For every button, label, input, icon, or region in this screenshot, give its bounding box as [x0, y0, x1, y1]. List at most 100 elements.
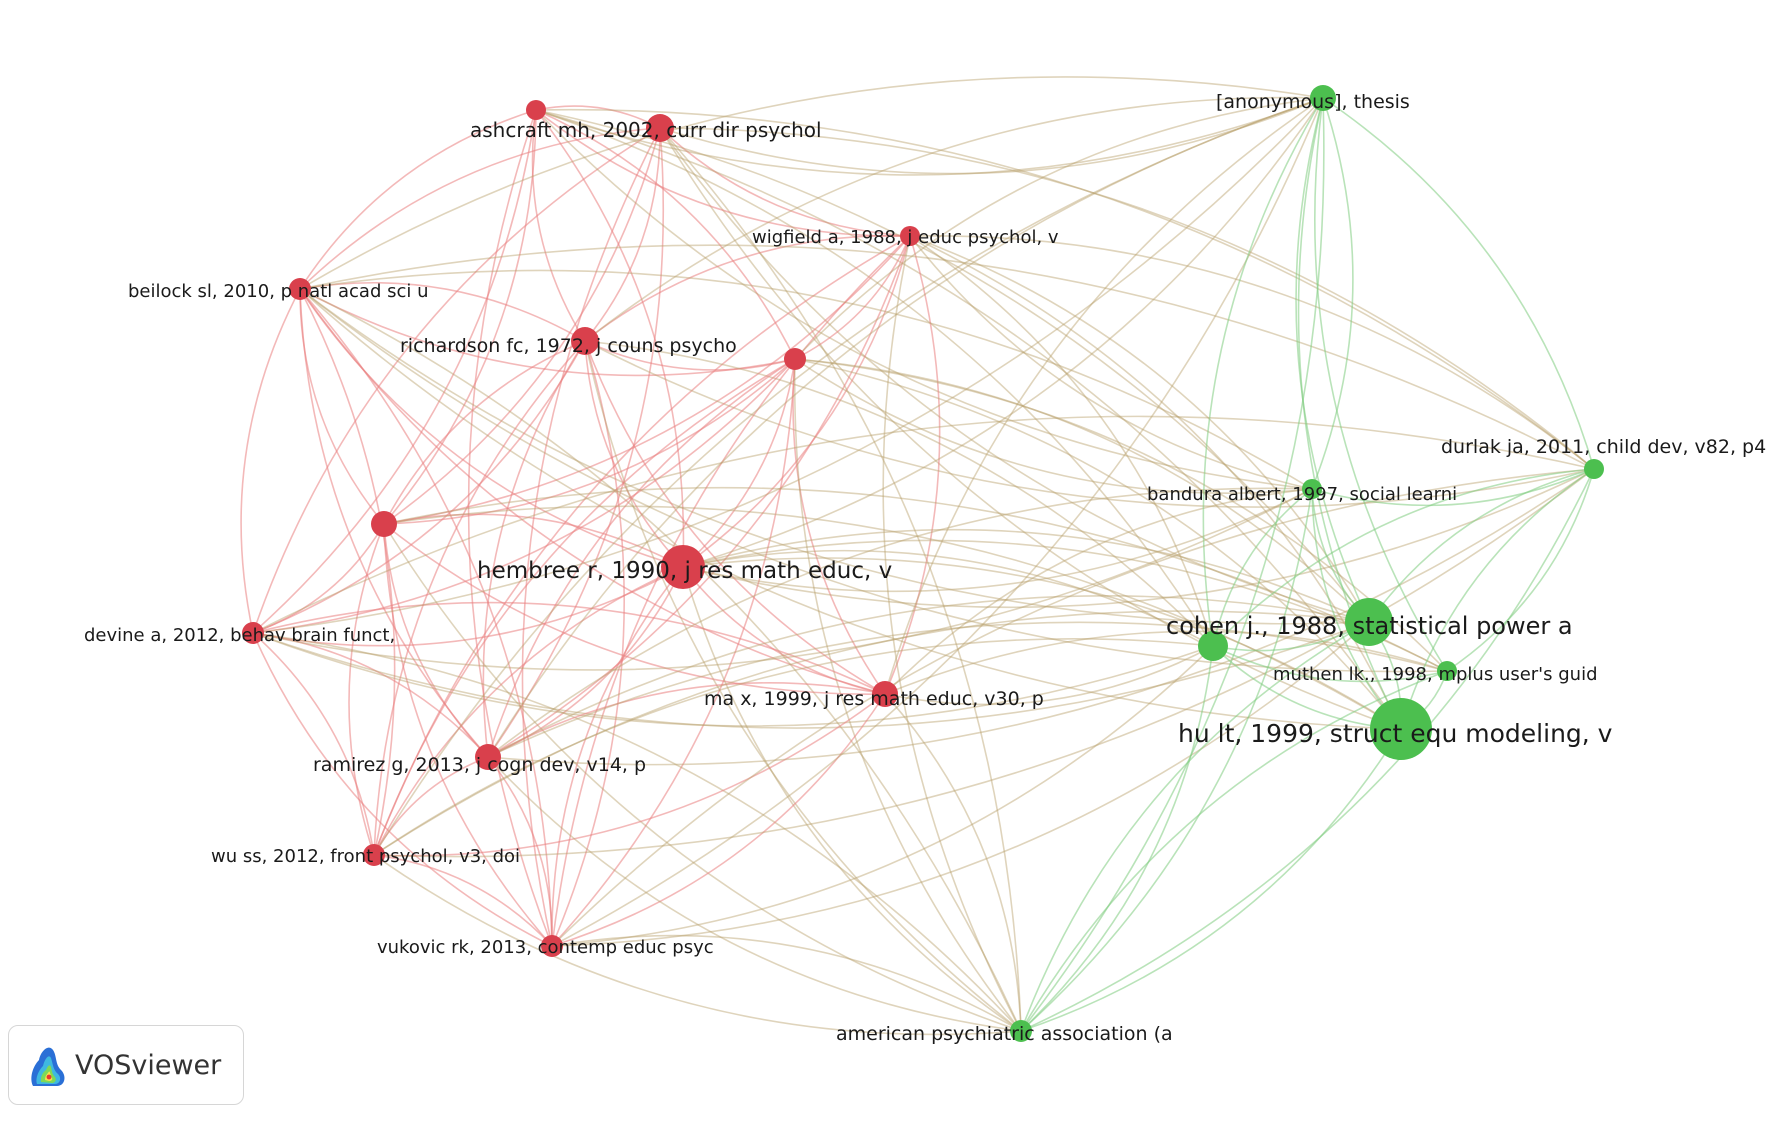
node-label-vukovic[interactable]: vukovic rk, 2013, contemp educ psyc [377, 937, 714, 958]
node-muthen[interactable] [1437, 661, 1457, 681]
node-hembree[interactable] [661, 545, 705, 589]
node-ma[interactable] [872, 681, 898, 707]
node-label-ma[interactable]: ma x, 1999, j res math educ, v30, p [704, 688, 1044, 710]
node-wigfield[interactable] [900, 226, 920, 246]
node-label-muthen[interactable]: muthen lk., 1998, mplus user's guid [1273, 664, 1598, 685]
link-unlabeled-2-wu [348, 523, 385, 856]
link-durlak-apa [1020, 468, 1595, 1032]
link-ashcraft-ashcraft-small [535, 105, 661, 129]
node-label-wu[interactable]: wu ss, 2012, front psychol, v3, doi [211, 846, 520, 867]
link-ma-muthen [884, 630, 1448, 695]
node-label-ashcraft[interactable]: ashcraft mh, 2002, curr dir psychol [470, 118, 822, 142]
node-label-anonymous[interactable]: [anonymous], thesis [1216, 91, 1410, 113]
link-hembree-apa [682, 566, 1022, 1032]
link-vukovic-apa [551, 934, 1022, 1032]
node-cohen-node[interactable] [1198, 631, 1228, 661]
link-ashcraft-small-wigfield [535, 109, 911, 237]
node-label-ramirez[interactable]: ramirez g, 2013, j cogn dev, v14, p [313, 754, 646, 776]
network-nodes [242, 85, 1604, 1042]
link-wigfield-richardson [584, 234, 911, 342]
link-ramirez-bandura [487, 487, 1313, 758]
link-unlabeled-1-devine [252, 358, 796, 634]
node-wu[interactable] [363, 844, 385, 866]
link-ashcraft-ramirez [487, 127, 665, 758]
node-beilock[interactable] [289, 278, 311, 300]
link-ma-ramirez [487, 682, 886, 758]
node-bandura[interactable] [1302, 479, 1322, 499]
link-devine-ma [252, 601, 886, 695]
link-ashcraft-apa [659, 127, 1022, 1032]
node-label-richardson[interactable]: richardson fc, 1972, j couns psycho [400, 335, 737, 357]
node-devine[interactable] [242, 622, 264, 644]
node-ramirez[interactable] [475, 744, 501, 770]
link-ramirez-cohen [487, 595, 1370, 758]
node-anonymous[interactable] [1310, 85, 1336, 111]
node-label-durlak[interactable]: durlak ja, 2011, child dev, v82, p4 [1441, 436, 1766, 458]
link-unlabeled-1-ramirez [487, 358, 796, 758]
link-ma-cohen-node [884, 645, 1214, 706]
link-richardson-cohen-node [584, 340, 1214, 647]
link-beilock-muthen [299, 288, 1448, 673]
link-anonymous-cohen [1295, 97, 1370, 623]
link-unlabeled-2-hu [383, 505, 1402, 730]
link-wigfield-unlabeled-1 [794, 235, 911, 360]
link-hembree-cohen-node [682, 549, 1214, 647]
node-apa[interactable] [1010, 1020, 1032, 1042]
link-unlabeled-1-bandura [794, 358, 1313, 494]
node-label-devine[interactable]: devine a, 2012, behav brain funct, [84, 625, 395, 646]
vosviewer-logo-badge[interactable]: VOSviewer [8, 1025, 244, 1105]
link-richardson-vukovic [551, 340, 625, 947]
link-wu-apa [373, 854, 1022, 1036]
link-vukovic-anonymous [551, 97, 1324, 947]
link-beilock-apa [299, 288, 1022, 1032]
link-durlak-bandura [1311, 468, 1595, 507]
link-ashcraft-durlak [659, 127, 1595, 470]
link-unlabeled-2-ramirez [383, 523, 489, 758]
link-wigfield-durlak [909, 235, 1595, 470]
vosviewer-logo-text: VOSviewer [75, 1049, 222, 1081]
link-ashcraft-small-bandura [535, 109, 1313, 490]
link-wigfield-ramirez [487, 235, 911, 758]
link-unlabeled-1-anonymous [794, 97, 1324, 360]
link-richardson-ramirez [482, 340, 586, 758]
link-ashcraft-small-cohen-node [535, 109, 1214, 647]
node-vukovic[interactable] [541, 935, 563, 957]
link-ramirez-wu [373, 756, 489, 856]
link-wigfield-apa [882, 235, 1022, 1032]
link-ma-wu [373, 693, 886, 857]
node-label-apa[interactable]: american psychiatric association (a [836, 1023, 1173, 1045]
node-hu[interactable] [1370, 698, 1432, 760]
node-ashcraft-small[interactable] [526, 100, 546, 120]
link-devine-bandura [252, 488, 1313, 671]
link-beilock-hu [299, 288, 1402, 730]
link-ramirez-durlak [487, 468, 1595, 766]
link-devine-durlak [252, 415, 1595, 634]
node-cohen[interactable] [1345, 598, 1393, 646]
link-durlak-hu [1400, 468, 1595, 730]
link-cohen-node-muthen [1212, 645, 1448, 683]
link-unlabeled-1-unlabeled-2 [383, 358, 796, 525]
node-label-wigfield[interactable]: wigfield a, 1988, j educ psychol, v [752, 227, 1059, 248]
node-label-cohen[interactable]: cohen j., 1988, statistical power a [1166, 612, 1573, 640]
link-devine-wu [252, 632, 375, 856]
vosviewer-heatmap-icon [31, 1047, 65, 1086]
link-durlak-cohen [1368, 468, 1595, 623]
node-label-bandura[interactable]: bandura albert, 1997, social learni [1147, 484, 1457, 505]
node-label-beilock[interactable]: beilock sl, 2010, p natl acad sci u [128, 281, 429, 302]
link-unlabeled-2-devine [252, 523, 385, 634]
node-ashcraft[interactable] [646, 114, 674, 142]
link-ashcraft-unlabeled-2 [383, 127, 661, 525]
link-hembree-durlak [682, 468, 1595, 609]
node-label-hu[interactable]: hu lt, 1999, struct equ modeling, v [1178, 719, 1613, 748]
node-durlak[interactable] [1584, 459, 1604, 479]
link-ma-apa [884, 693, 1022, 1032]
link-ashcraft-small-anonymous [535, 97, 1324, 176]
node-unlabeled-1[interactable] [784, 348, 806, 370]
node-unlabeled-2[interactable] [371, 511, 397, 537]
link-ma-vukovic [551, 693, 886, 947]
node-richardson[interactable] [571, 327, 599, 355]
node-label-hembree[interactable]: hembree r, 1990, j res math educ, v [477, 558, 892, 584]
link-wigfield-cohen-node [909, 235, 1214, 647]
link-ashcraft-devine [252, 127, 661, 634]
